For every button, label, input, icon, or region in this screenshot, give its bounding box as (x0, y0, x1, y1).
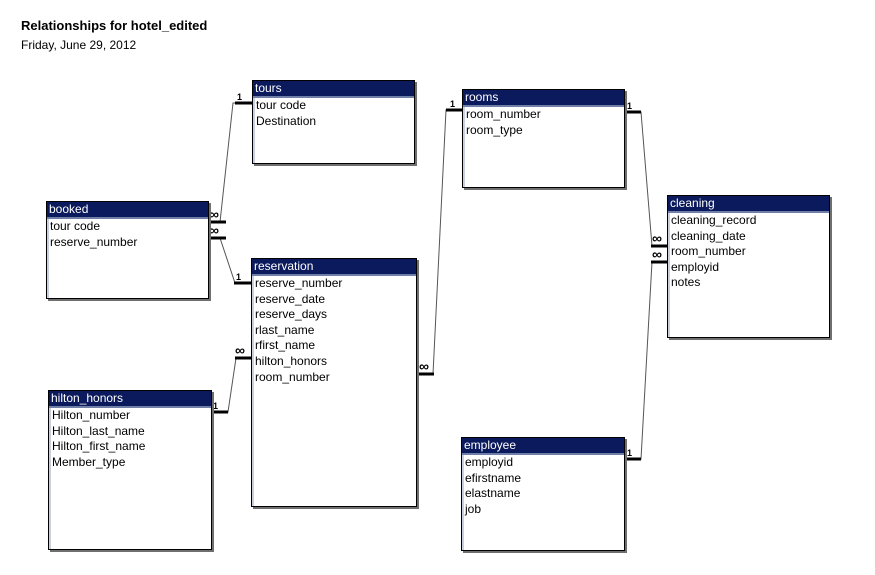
table-employee[interactable]: employee employid efirstname elastname j… (461, 437, 625, 551)
field-list-cleaning: cleaning_record cleaning_date room_numbe… (668, 213, 829, 337)
table-reservation[interactable]: reservation reserve_number reserve_date … (251, 258, 417, 507)
many-label-booked-1: ∞ (209, 206, 219, 222)
table-header-rooms[interactable]: rooms (463, 90, 624, 107)
link-reservation-booked (209, 237, 251, 284)
field-tour-code[interactable]: tour code (50, 219, 101, 233)
table-header-hilton-honors[interactable]: hilton_honors (49, 391, 211, 408)
field-list-tours: tour code Destination (253, 98, 414, 163)
field-reserve-date[interactable]: reserve_date (255, 291, 326, 306)
many-label-reservation-2: ∞ (235, 342, 245, 358)
field-job[interactable]: job (465, 501, 482, 516)
field-employid[interactable]: employid (465, 455, 514, 469)
field-list-rooms: room_number room_type (463, 107, 624, 187)
one-label-rooms-1: 1 (450, 99, 455, 109)
field-list-reservation: reserve_number reserve_date reserve_days… (252, 276, 416, 506)
field-reserve-number[interactable]: reserve_number (255, 276, 343, 290)
field-room-number[interactable]: room_number (255, 369, 330, 384)
field-hilton-last-name[interactable]: Hilton_last_name (52, 423, 145, 438)
link-rooms-reservation (418, 109, 462, 375)
table-header-tours[interactable]: tours (253, 81, 414, 98)
field-room-number[interactable]: room_number (671, 244, 746, 259)
field-destination[interactable]: Destination (256, 113, 317, 128)
field-room-type[interactable]: room_type (466, 122, 523, 137)
one-label-tours: 1 (237, 92, 242, 102)
one-label-reservation: 1 (236, 272, 241, 282)
table-rooms[interactable]: rooms room_number room_type (462, 89, 625, 188)
field-cleaning-record[interactable]: cleaning_record (671, 213, 757, 227)
field-list-hilton-honors: Hilton_number Hilton_last_name Hilton_fi… (49, 408, 211, 549)
many-label-cleaning-1: ∞ (652, 230, 662, 246)
field-rfirst-name[interactable]: rfirst_name (255, 338, 316, 353)
many-label-booked-2: ∞ (209, 222, 219, 238)
page-title: Relationships for hotel_edited (21, 18, 208, 33)
field-reserve-days[interactable]: reserve_days (255, 307, 328, 322)
link-tours-booked (209, 102, 252, 223)
field-member-type[interactable]: Member_type (52, 454, 126, 469)
field-list-employee: employid efirstname elastname job (462, 455, 624, 550)
field-room-number[interactable]: room_number (466, 107, 541, 121)
table-hilton-honors[interactable]: hilton_honors Hilton_number Hilton_last_… (48, 390, 212, 550)
field-reserve-number[interactable]: reserve_number (50, 234, 138, 249)
many-label-reservation-1: ∞ (419, 358, 429, 374)
table-cleaning[interactable]: cleaning cleaning_record cleaning_date r… (667, 195, 830, 338)
field-hilton-first-name[interactable]: Hilton_first_name (52, 439, 146, 454)
field-hilton-number[interactable]: Hilton_number (52, 408, 131, 422)
one-label-employee: 1 (627, 448, 632, 458)
table-header-reservation[interactable]: reservation (252, 259, 416, 276)
link-rooms-cleaning (625, 111, 667, 247)
table-header-cleaning[interactable]: cleaning (668, 196, 829, 213)
table-tours[interactable]: tours tour code Destination (252, 80, 415, 164)
field-rlast-name[interactable]: rlast_name (255, 322, 315, 337)
many-label-cleaning-2: ∞ (652, 246, 662, 262)
field-efirstname[interactable]: efirstname (465, 470, 522, 485)
link-employee-cleaning (625, 261, 667, 460)
field-elastname[interactable]: elastname (465, 486, 521, 501)
table-header-booked[interactable]: booked (47, 202, 208, 219)
field-cleaning-date[interactable]: cleaning_date (671, 228, 746, 243)
one-label-rooms-2: 1 (627, 101, 632, 111)
table-header-employee[interactable]: employee (462, 438, 624, 455)
table-booked[interactable]: booked tour code reserve_number (46, 201, 209, 299)
field-tour-code[interactable]: tour code (256, 98, 307, 112)
page-date: Friday, June 29, 2012 (21, 38, 137, 52)
field-notes[interactable]: notes (671, 275, 701, 290)
field-list-booked: tour code reserve_number (47, 219, 208, 298)
one-label-hilton: 1 (213, 401, 218, 411)
field-hilton-honors[interactable]: hilton_honors (255, 353, 328, 368)
field-employid[interactable]: employid (671, 259, 720, 274)
